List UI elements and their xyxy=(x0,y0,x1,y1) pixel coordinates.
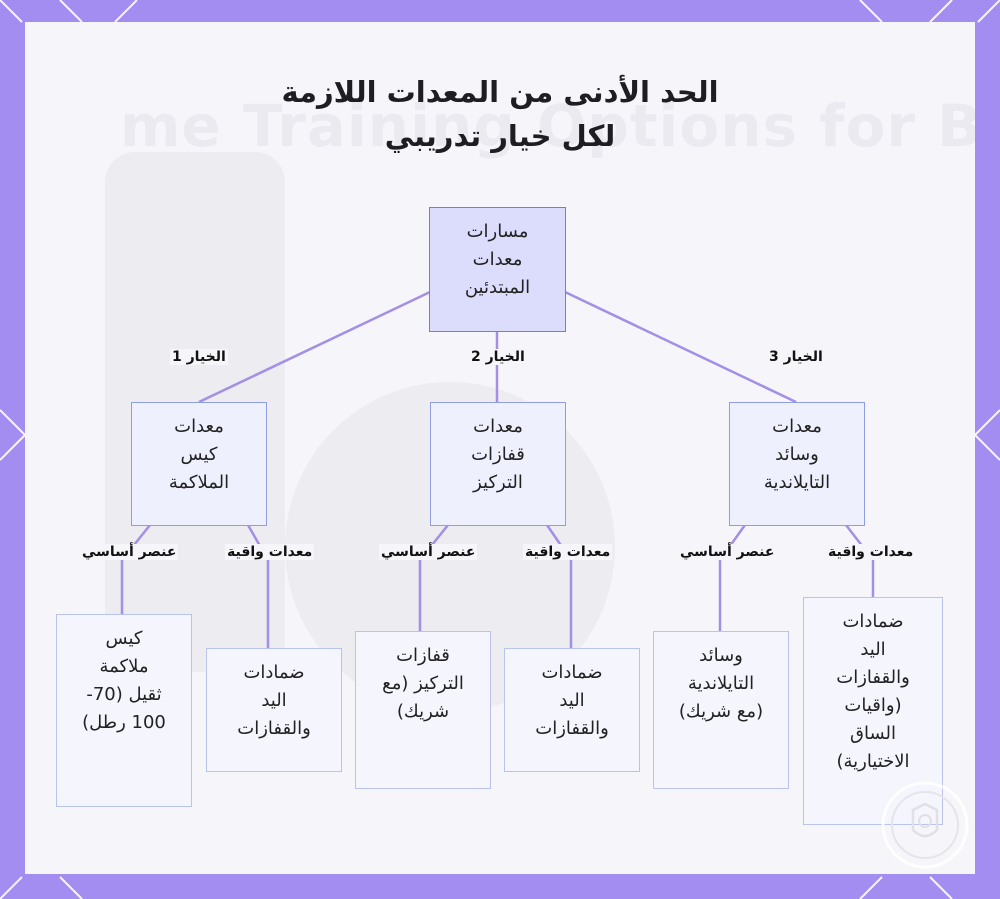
option-1-protect-text: ضمادات اليد والقفازات xyxy=(225,649,323,743)
option-1-core-label: عنصر أساسي xyxy=(80,544,178,560)
option-2-protect-label: معدات واقية xyxy=(523,544,612,560)
option-1-node-text: معدات كيس الملاكمة xyxy=(157,403,241,497)
option-1-core-text: كيس ملاكمة ثقيل (70- 100 رطل) xyxy=(70,615,178,737)
brand-logo-icon xyxy=(880,780,970,870)
connector-option-3-protect xyxy=(846,525,873,597)
option-3-protect-label: معدات واقية xyxy=(826,544,915,560)
option-3-core-text: وسائد التايلاندية (مع شريك) xyxy=(667,632,775,726)
option-2-node-text: معدات قفازات التركيز xyxy=(459,403,537,497)
connector-root-option-3 xyxy=(565,292,796,402)
option-2-core-node: قفازات التركيز (مع شريك) xyxy=(355,631,491,789)
root-node: مسارات معدات المبتدئين xyxy=(429,207,566,332)
option-2-protect-text: ضمادات اليد والقفازات xyxy=(523,649,621,743)
option-2-core-label: عنصر أساسي xyxy=(379,544,477,560)
option-3-core-label: عنصر أساسي xyxy=(678,544,776,560)
root-node-text: مسارات معدات المبتدئين xyxy=(453,208,542,302)
connector-root-option-1 xyxy=(199,292,430,402)
option-1-label: الخيار 1 xyxy=(170,349,228,365)
option-3-node: معدات وسائد التايلاندية xyxy=(729,402,865,526)
option-1-core-node: كيس ملاكمة ثقيل (70- 100 رطل) xyxy=(56,614,192,807)
option-3-core-node: وسائد التايلاندية (مع شريك) xyxy=(653,631,789,789)
connector-option-2-core xyxy=(420,525,448,631)
option-1-protect-label: معدات واقية xyxy=(225,544,314,560)
option-2-node: معدات قفازات التركيز xyxy=(430,402,566,526)
connector-option-3-core xyxy=(720,525,745,631)
option-2-label: الخيار 2 xyxy=(469,349,527,365)
option-2-core-text: قفازات التركيز (مع شريك) xyxy=(370,632,476,726)
option-3-protect-text: ضمادات اليد والقفازات (واقيات الساق الاخ… xyxy=(824,598,922,776)
connector-option-1-core xyxy=(122,525,150,614)
option-2-protect-node: ضمادات اليد والقفازات xyxy=(504,648,640,772)
option-1-protect-node: ضمادات اليد والقفازات xyxy=(206,648,342,772)
option-3-node-text: معدات وسائد التايلاندية xyxy=(752,403,842,497)
option-1-node: معدات كيس الملاكمة xyxy=(131,402,267,526)
option-3-label: الخيار 3 xyxy=(767,349,825,365)
